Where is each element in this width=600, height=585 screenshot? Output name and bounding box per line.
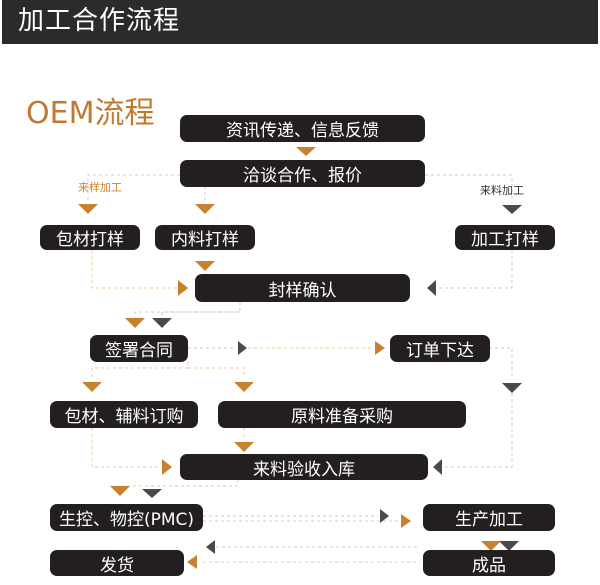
step-negotiate-quote: 洽谈合作、报价 <box>180 160 425 187</box>
arrow-down <box>110 486 130 496</box>
branch-label-sample-processing: 来样加工 <box>78 181 122 194</box>
arrow-down <box>195 261 215 271</box>
branch-label-material-processing: 来料加工 <box>480 184 524 197</box>
arrow-right <box>401 514 411 528</box>
step-packaging-sample: 包材打样 <box>40 225 140 250</box>
arrow-down <box>234 382 254 392</box>
step-production: 生产加工 <box>423 504 555 531</box>
step-confirm-sample: 封样确认 <box>195 274 410 302</box>
arrow-down <box>296 147 316 156</box>
arrow-down <box>82 382 102 392</box>
arrow-left <box>433 459 442 475</box>
step-sign-contract: 签署合同 <box>90 335 188 362</box>
step-finished-product: 成品 <box>423 550 555 576</box>
arrow-down <box>152 318 172 328</box>
arrow-down <box>499 541 519 551</box>
arrow-down <box>502 383 522 393</box>
arrow-right <box>375 341 385 355</box>
step-processing-sample: 加工打样 <box>455 225 555 250</box>
arrow-right <box>380 509 389 523</box>
arrow-down <box>234 442 254 452</box>
arrow-down <box>502 205 522 214</box>
step-incoming-inspection: 来料验收入库 <box>180 454 428 480</box>
arrow-down <box>78 204 98 214</box>
step-production-material-control: 生控、物控(PMC) <box>50 504 203 531</box>
arrow-left <box>206 540 215 554</box>
step-raw-material-procurement: 原料准备采购 <box>218 401 466 428</box>
arrow-right <box>162 459 172 475</box>
arrow-down <box>125 318 145 328</box>
step-order-packaging-materials: 包材、辅料订购 <box>50 401 198 428</box>
step-content-sample: 内料打样 <box>155 225 255 250</box>
arrow-right <box>238 341 247 355</box>
step-shipping: 发货 <box>50 550 184 576</box>
arrow-right <box>178 280 188 296</box>
page-title: 加工合作流程 <box>18 6 181 36</box>
step-place-order: 订单下达 <box>390 335 490 362</box>
arrow-down <box>481 541 501 551</box>
header-bar: 加工合作流程 <box>2 0 598 44</box>
arrow-left <box>187 555 197 569</box>
arrow-down <box>142 489 162 498</box>
arrow-left <box>427 280 436 296</box>
arrow-down <box>195 204 215 214</box>
step-info-exchange: 资讯传递、信息反馈 <box>180 115 425 142</box>
oem-section-title: OEM流程 <box>26 96 155 131</box>
